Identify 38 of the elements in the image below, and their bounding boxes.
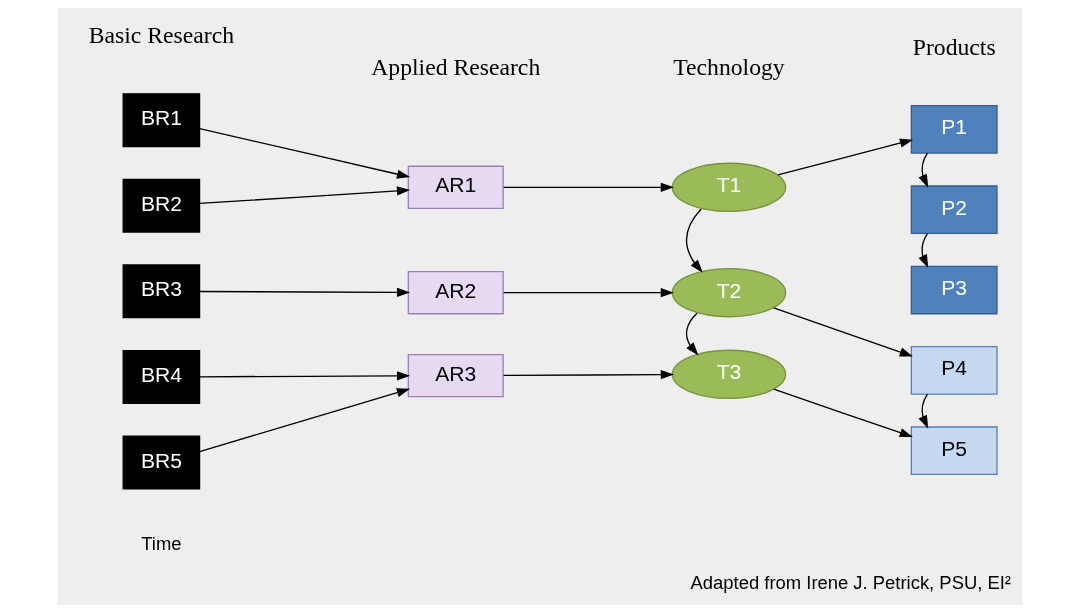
arrow (773, 307, 913, 357)
node-box: P4 (910, 346, 998, 395)
arrow (502, 182, 674, 192)
arrow (918, 232, 929, 268)
label: Basic Research (88, 21, 235, 48)
node-box: AR1 (407, 165, 504, 210)
node-box: P5 (910, 426, 998, 476)
arrow (199, 128, 411, 179)
node-ellipse: T3 (671, 349, 787, 400)
caption: Adapted from Irene J. Petrick, PSU, EI² (690, 572, 1012, 594)
label: Products (912, 33, 996, 60)
arrow (199, 186, 411, 205)
arrow (685, 312, 699, 356)
node-box: BR2 (122, 178, 201, 233)
arrow (773, 388, 913, 438)
arrow (502, 370, 674, 380)
node-box: BR5 (122, 435, 201, 490)
arrow (502, 288, 674, 298)
node-box: BR1 (122, 93, 201, 148)
arrow (777, 138, 914, 176)
node-box: AR2 (407, 270, 504, 315)
arrow (199, 388, 411, 453)
label: Applied Research (371, 53, 541, 80)
node-box: P2 (910, 185, 998, 235)
node-box: BR3 (122, 264, 201, 319)
label: Technology (673, 53, 785, 80)
arrow (199, 287, 411, 298)
arrow (685, 208, 703, 273)
node-ellipse: T2 (671, 267, 787, 318)
node-box: P1 (910, 105, 998, 154)
arrow (918, 152, 929, 188)
node-box: AR3 (407, 353, 504, 398)
arrow (918, 393, 929, 429)
node-box: P3 (910, 265, 998, 315)
arrow (199, 371, 411, 381)
node-ellipse: T1 (671, 162, 787, 213)
node-box: BR4 (122, 349, 201, 404)
label: Time (141, 533, 182, 555)
